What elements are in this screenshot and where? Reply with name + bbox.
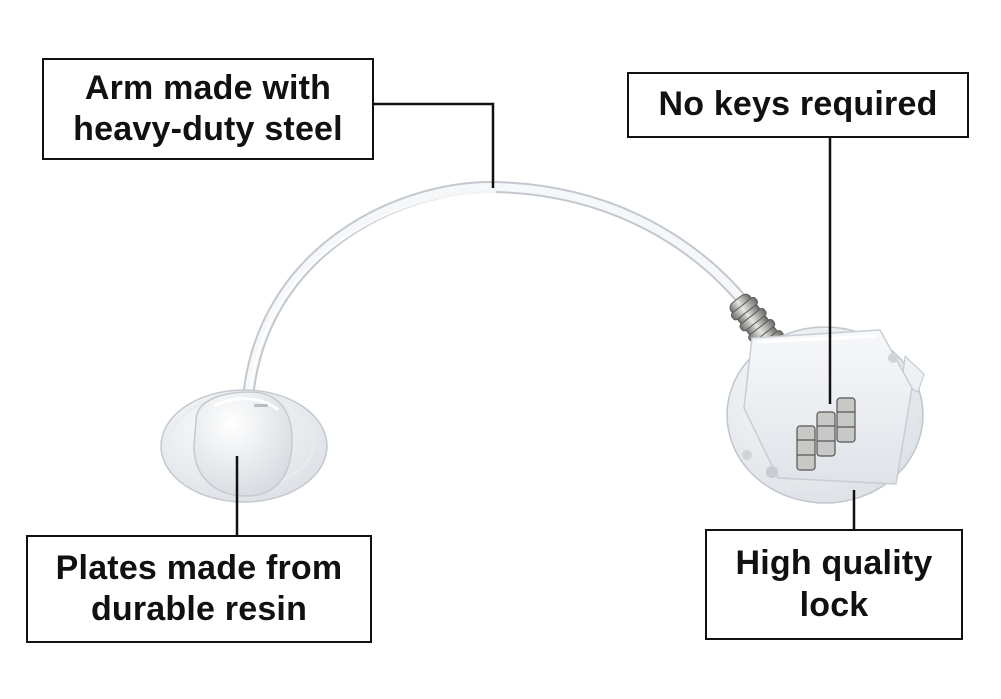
- leader-line-arm: [374, 102, 495, 188]
- callout-plates-line-1: Plates made from: [55, 548, 343, 587]
- callout-lock: High quality lock: [705, 529, 963, 640]
- callout-arm-line-2: heavy-duty steel: [73, 110, 343, 148]
- callout-arm: Arm made with heavy-duty steel: [42, 58, 374, 160]
- callout-keys: No keys required: [627, 72, 969, 138]
- callout-plates-line-2: durable resin: [90, 590, 308, 628]
- callout-plates: Plates made from durable resin: [26, 535, 372, 643]
- callout-lock-line-1: High quality: [735, 544, 933, 583]
- combination-dial: [836, 397, 856, 443]
- callout-keys-line-1: No keys required: [658, 85, 938, 124]
- combination-lock: [726, 326, 925, 504]
- leader-lines: [235, 102, 856, 535]
- steel-cable-arm: [242, 180, 758, 404]
- resin-plate: [160, 389, 328, 503]
- combination-dial: [796, 425, 816, 471]
- callout-lock-line-2: lock: [799, 585, 869, 624]
- combination-dial: [816, 411, 836, 457]
- callout-arm-line-1: Arm made with: [84, 68, 332, 107]
